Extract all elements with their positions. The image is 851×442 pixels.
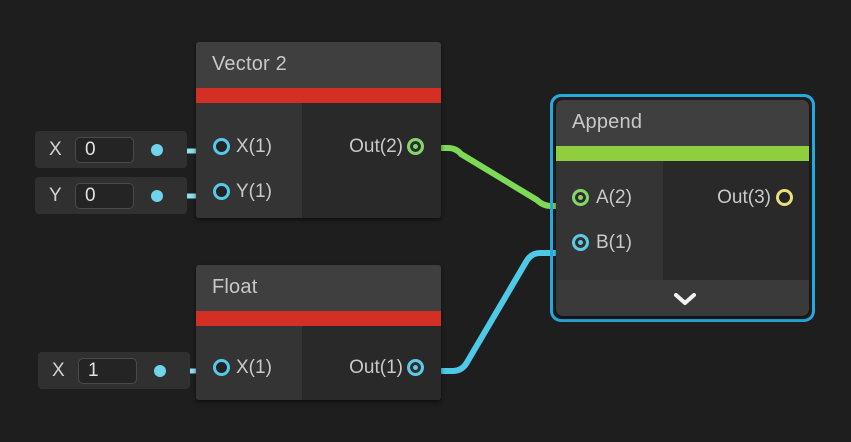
node-vector2[interactable]: Vector 2 X(1) Y(1) Out(2) — [196, 42, 441, 218]
output-port-row-out2[interactable]: Out(2) — [302, 129, 441, 163]
chevron-down-icon[interactable] — [673, 293, 696, 305]
output-port-icon-out3[interactable] — [776, 189, 793, 206]
input-port-icon-y1[interactable] — [213, 183, 230, 200]
input-port-label: Y(1) — [236, 180, 272, 202]
property-label: Y — [49, 185, 62, 206]
output-port-column: Out(1) — [302, 326, 441, 400]
node-title-append: Append — [556, 100, 809, 146]
input-port-label: X(1) — [236, 135, 272, 157]
input-port-row-x1[interactable]: X(1) — [196, 350, 302, 384]
property-output-port-dot[interactable] — [151, 189, 163, 202]
input-port-column: X(1) Y(1) — [196, 103, 302, 218]
input-port-column: X(1) — [196, 326, 302, 400]
output-port-label: Out(1) — [349, 356, 403, 378]
output-port-row-out3[interactable]: Out(3) — [663, 180, 809, 214]
input-port-label: B(1) — [596, 231, 632, 253]
vector2-y-input[interactable]: 0 — [75, 182, 134, 209]
input-port-row-b1[interactable]: B(1) — [556, 225, 663, 259]
property-row-vector2-y[interactable]: Y 0 — [35, 177, 187, 214]
input-port-column: A(2) B(1) — [556, 161, 663, 280]
node-title-vector2: Vector 2 — [196, 42, 441, 88]
output-port-row-out1[interactable]: Out(1) — [302, 350, 441, 384]
property-label: X — [49, 139, 62, 160]
node-expand-collapse-bar[interactable] — [556, 280, 809, 316]
property-label: X — [52, 360, 65, 381]
input-port-icon-a2[interactable] — [572, 189, 589, 206]
property-row-vector2-x[interactable]: X 0 — [35, 131, 187, 168]
output-port-icon-out2[interactable] — [407, 138, 424, 155]
node-append[interactable]: Append A(2) B(1) Out(3) — [550, 94, 815, 322]
property-output-port-dot[interactable] — [151, 143, 163, 156]
input-port-icon-b1[interactable] — [572, 234, 589, 251]
vector2-x-input[interactable]: 0 — [75, 136, 134, 163]
property-row-float-x[interactable]: X 1 — [38, 352, 190, 389]
property-output-port-dot[interactable] — [154, 364, 166, 377]
input-port-label: X(1) — [236, 356, 272, 378]
input-port-row-x1[interactable]: X(1) — [196, 129, 302, 163]
input-port-label: A(2) — [596, 186, 632, 208]
output-port-icon-out1[interactable] — [407, 359, 424, 376]
node-accent-bar — [556, 146, 809, 161]
input-port-icon-x1[interactable] — [213, 359, 230, 376]
input-port-icon-x1[interactable] — [213, 138, 230, 155]
node-title-float: Float — [196, 265, 441, 311]
node-accent-bar — [196, 311, 441, 326]
output-port-column: Out(2) — [302, 103, 441, 218]
node-accent-bar — [196, 88, 441, 103]
node-float[interactable]: Float X(1) Out(1) — [196, 265, 441, 400]
input-port-row-y1[interactable]: Y(1) — [196, 174, 302, 208]
float-x-input[interactable]: 1 — [78, 357, 137, 384]
output-port-column: Out(3) — [663, 161, 809, 280]
input-port-row-a2[interactable]: A(2) — [556, 180, 663, 214]
output-port-label: Out(2) — [349, 135, 403, 157]
output-port-label: Out(3) — [717, 186, 771, 208]
